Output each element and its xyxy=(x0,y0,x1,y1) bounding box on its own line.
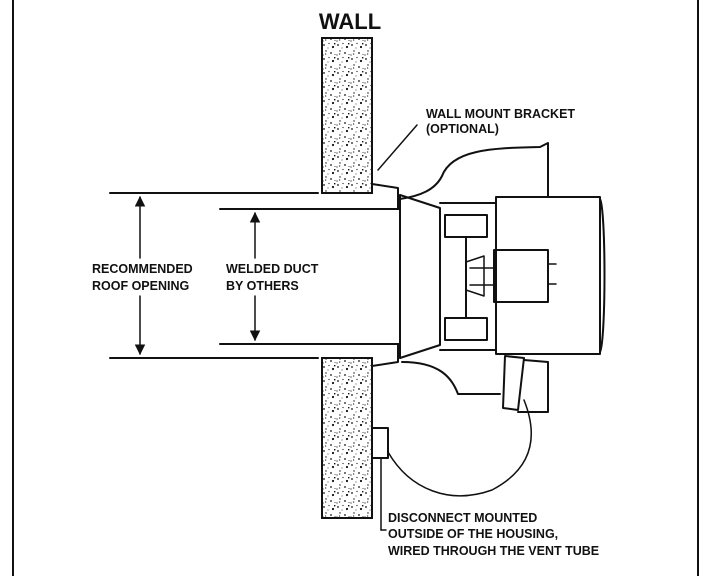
welded-duct xyxy=(219,208,401,345)
fan-housing xyxy=(399,142,606,413)
disconnect-label-line1: DISCONNECT MOUNTED xyxy=(388,511,537,525)
bracket-label-line2: (OPTIONAL) xyxy=(426,122,499,136)
roof-opening-label-line1: RECOMMENDED xyxy=(92,262,193,276)
wall-mount-bracket xyxy=(371,124,418,367)
welded-duct-label-line2: BY OTHERS xyxy=(226,279,299,293)
wall-lower-section xyxy=(321,357,373,519)
wall-upper-section xyxy=(321,37,373,194)
roof-opening-label-line2: ROOF OPENING xyxy=(92,279,189,293)
wall-title: WALL xyxy=(319,9,381,34)
disconnect-box xyxy=(371,427,389,459)
disconnect-label-line2: OUTSIDE OF THE HOUSING, xyxy=(388,527,558,541)
welded-duct-label-line1: WELDED DUCT xyxy=(226,262,319,276)
bracket-label-line1: WALL MOUNT BRACKET xyxy=(426,107,575,121)
disconnect-label-line3: WIRED THROUGH THE VENT TUBE xyxy=(388,544,599,558)
disconnect-wiring xyxy=(380,399,532,531)
roof-opening-dimension xyxy=(109,192,319,359)
